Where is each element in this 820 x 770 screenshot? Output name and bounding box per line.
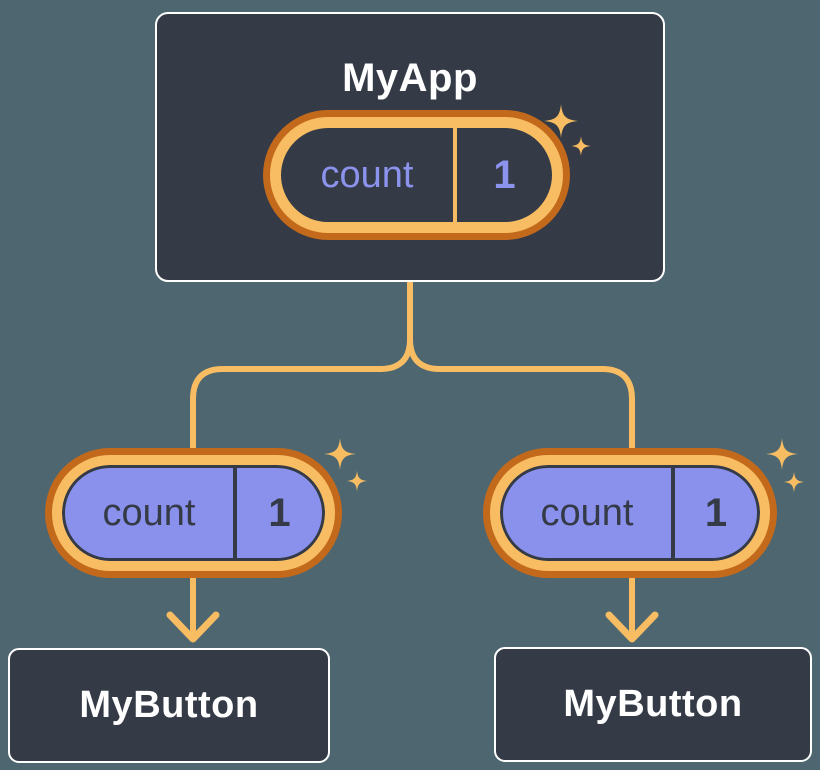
state-value: 1 (493, 152, 516, 197)
sparkle-icon (324, 438, 368, 492)
component-title: MyApp (342, 56, 478, 100)
component-node-mybutton-left: MyButton (8, 648, 330, 763)
component-node-mybutton-right: MyButton (494, 647, 812, 762)
state-label: count (540, 491, 634, 534)
state-label: count (320, 153, 414, 196)
state-pill-child-left: count 1 (52, 455, 335, 571)
arrow-down-icon (605, 611, 659, 643)
component-title: MyButton (563, 683, 743, 725)
state-pill-root: count 1 (270, 117, 563, 233)
component-title: MyButton (79, 684, 259, 726)
pill-divider (671, 468, 675, 558)
state-pill-inner: count 1 (500, 465, 760, 561)
state-value: 1 (704, 490, 728, 535)
state-value: 1 (268, 490, 291, 535)
state-label: count (102, 491, 196, 534)
state-pill-inner: count 1 (62, 465, 325, 561)
sparkle-icon (766, 438, 805, 493)
state-pill-child-right: count 1 (490, 455, 770, 571)
pill-divider (453, 128, 457, 222)
arrow-down-icon (166, 611, 220, 643)
